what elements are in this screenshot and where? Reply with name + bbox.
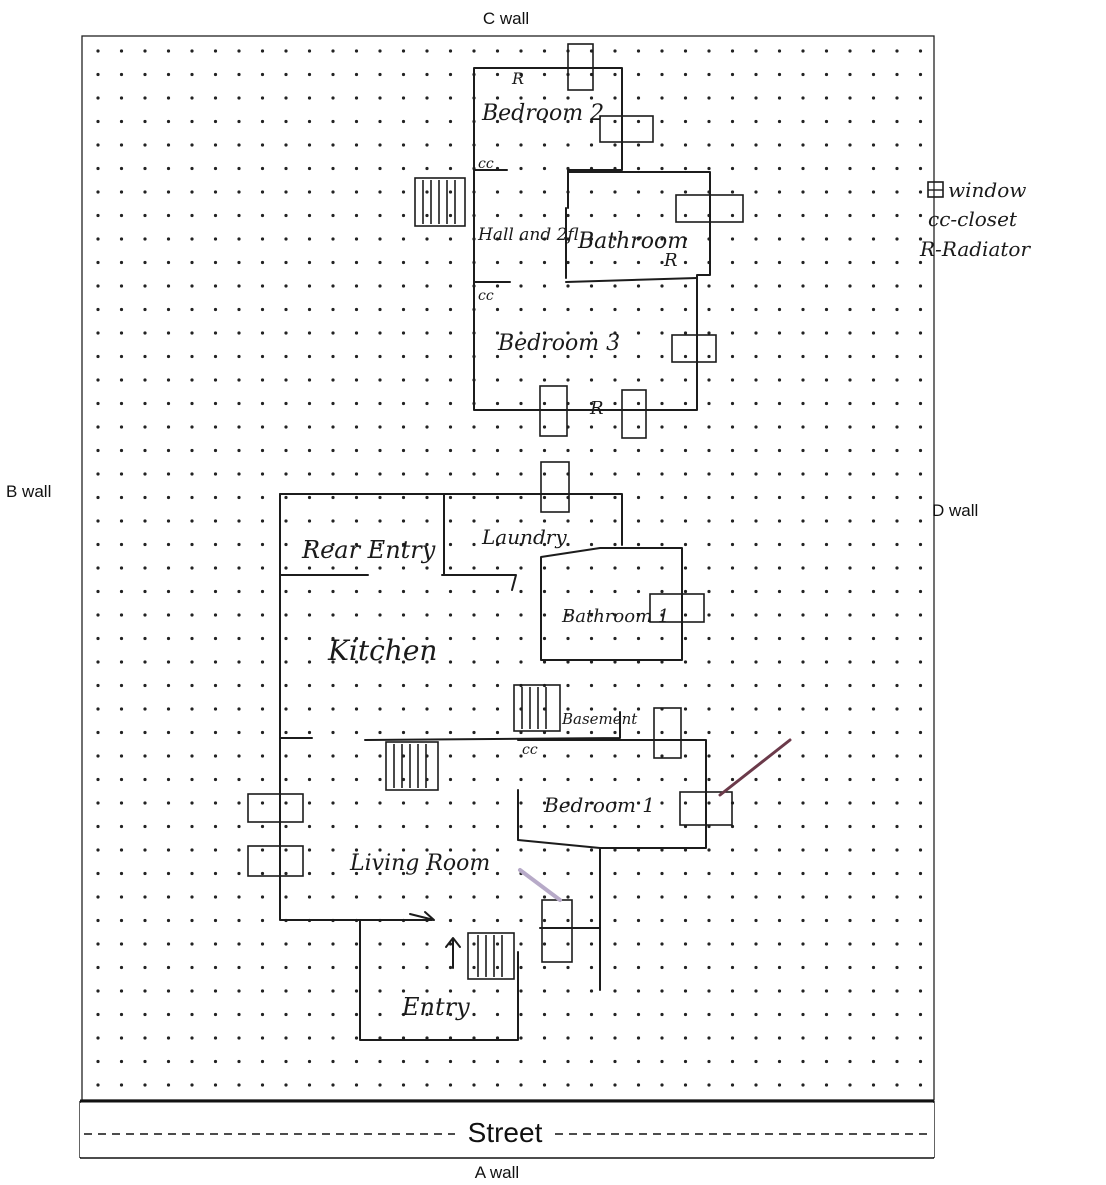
pen-mark [518, 868, 562, 902]
stair-icon [385, 741, 439, 791]
arrow-icon [409, 911, 435, 921]
window-icon [539, 385, 568, 437]
legend-radiator: R-Radiator [919, 237, 1031, 261]
pen-mark [718, 738, 792, 797]
legend-window: window [948, 178, 1026, 202]
room-label-living-room: Living Room [349, 851, 490, 876]
radiator-mark: R [511, 69, 524, 88]
window-icon [567, 43, 594, 91]
window-icon [247, 793, 304, 823]
room-label-bedroom3: Bedroom 3 [497, 331, 620, 356]
stair-icon [513, 684, 561, 732]
wall-label-bottom: A wall [475, 1163, 519, 1182]
radiator-mark: R [589, 398, 604, 419]
window-icon [675, 194, 744, 223]
wall-label-top: C wall [483, 9, 529, 28]
stair-icon [414, 177, 466, 227]
room-label-kitchen: Kitchen [327, 634, 437, 667]
room-label-basement: Basement [561, 710, 638, 728]
closet-mark: cc [522, 742, 538, 758]
street-band: Street [79, 1099, 935, 1159]
window-icon [540, 461, 570, 513]
window-icon [653, 707, 682, 759]
wall-label-right: D wall [932, 501, 978, 520]
room-label-bathroom2: Bathroom [577, 229, 688, 254]
room-label-laundry: Laundry [481, 525, 567, 549]
window-icon [649, 593, 705, 623]
legend: window cc-closet R-Radiator [919, 178, 1031, 261]
upper-floor: Bedroom 2 Hall and 2fl Bathroom Bedroom … [414, 43, 744, 513]
room-label-entry: Entry [401, 993, 470, 1021]
window-icon [621, 389, 647, 439]
room-label-bedroom1: Bedroom 1 [543, 793, 655, 817]
lower-floor: Rear Entry Laundry Bathroom 1 Kitchen Ba… [247, 493, 792, 1041]
room-label-bathroom1: Bathroom 1 [561, 606, 669, 627]
wall-label-left: B wall [6, 482, 51, 501]
stair-icon [467, 932, 515, 980]
room-label-bedroom2: Bedroom 2 [481, 101, 604, 126]
closet-mark: cc [478, 156, 494, 172]
window-icon [247, 845, 304, 877]
room-label-rear-entry: Rear Entry [301, 536, 436, 564]
street-label: Street [468, 1117, 543, 1148]
window-icon [671, 334, 717, 363]
window-icon [679, 791, 733, 826]
dot-grid [81, 35, 935, 1101]
window-icon [599, 115, 654, 143]
radiator-mark: R [663, 250, 678, 271]
legend-closet: cc-closet [928, 207, 1018, 231]
arrow-icon [445, 937, 461, 969]
room-label-hall: Hall and 2fl [477, 225, 579, 245]
closet-mark: cc [478, 288, 494, 304]
